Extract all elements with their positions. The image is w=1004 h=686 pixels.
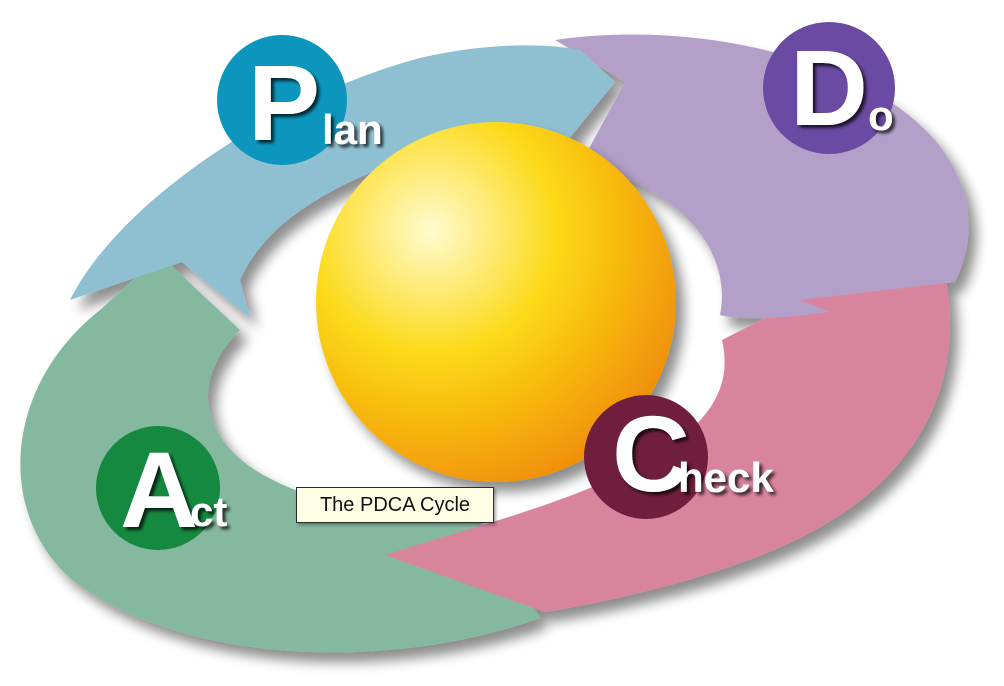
tooltip: The PDCA Cycle <box>296 487 494 523</box>
center-sphere <box>316 122 676 482</box>
do-initial: D <box>790 27 868 148</box>
plan-arrow <box>70 45 615 318</box>
plan-initial: P <box>248 42 320 163</box>
check-rest: heck <box>678 454 774 501</box>
check-badge: C heck <box>584 393 774 519</box>
plan-circle <box>217 35 347 165</box>
do-rest: o <box>868 92 894 139</box>
act-initial: A <box>120 429 198 550</box>
plan-badge: P lan <box>217 35 383 165</box>
check-arrow <box>385 275 950 612</box>
check-circle <box>584 395 708 519</box>
do-badge: D o <box>763 22 895 154</box>
plan-rest: lan <box>322 106 383 153</box>
do-circle <box>763 22 895 154</box>
act-circle <box>96 426 220 550</box>
act-badge: A ct <box>96 426 227 550</box>
check-initial: C <box>612 393 690 514</box>
cycle-ring <box>20 34 969 653</box>
act-rest: ct <box>190 488 227 535</box>
